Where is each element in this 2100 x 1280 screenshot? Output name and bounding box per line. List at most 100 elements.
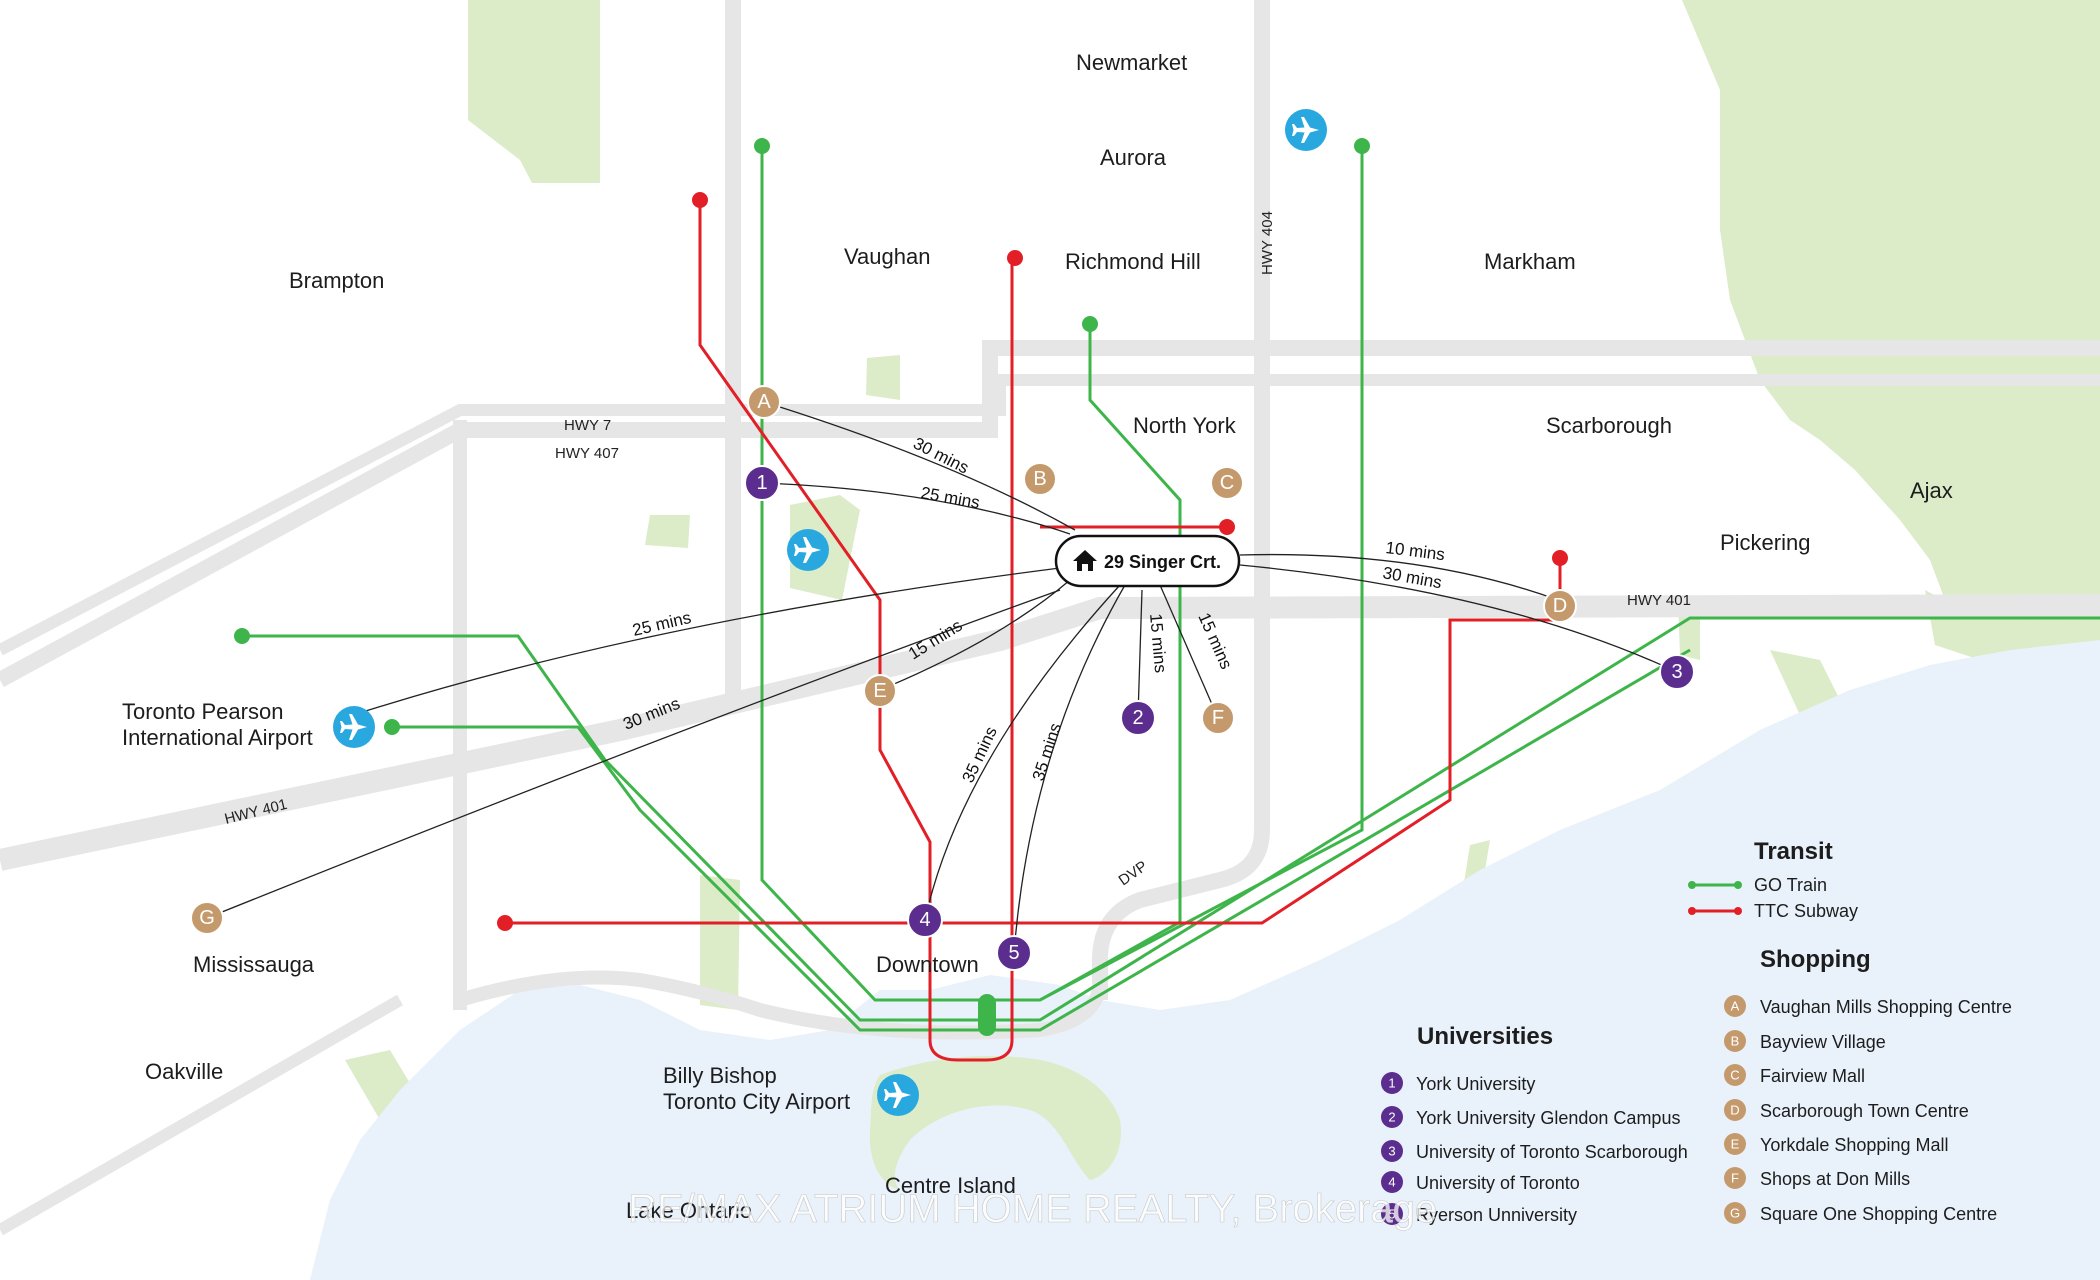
university-marker-2[interactable]: 2: [1120, 700, 1156, 736]
dvp-label: DVP: [1116, 858, 1151, 890]
shopping-marker-f[interactable]: F: [1201, 701, 1235, 735]
airplane-icon: [877, 1074, 919, 1116]
svg-text:5: 5: [1388, 1207, 1395, 1222]
travel-connectors: [206, 401, 1678, 954]
svg-text:E: E: [1731, 1137, 1740, 1152]
legend-university-item: 1 York University: [1381, 1072, 1535, 1094]
place-oakville: Oakville: [145, 1059, 223, 1084]
toronto-island: [869, 1055, 1121, 1190]
time-four: 35 mins: [958, 724, 1000, 786]
lake-ontario: [310, 640, 2100, 1280]
airplane-icon: [787, 529, 829, 571]
shopping-marker-e[interactable]: E: [863, 674, 897, 708]
svg-text:4: 4: [919, 909, 930, 931]
legend-university-item: 5 Ryerson Unniversity: [1381, 1203, 1577, 1225]
place-lake-ontario: Lake Ontario: [626, 1198, 752, 1223]
shopping-marker-b[interactable]: B: [1023, 462, 1057, 496]
svg-text:E: E: [873, 680, 886, 702]
legend-shopping-item: G Square One Shopping Centre: [1724, 1202, 1997, 1224]
svg-text:1: 1: [1388, 1076, 1395, 1091]
time-pearson: 25 mins: [631, 608, 693, 640]
time-f: 15 mins: [1194, 610, 1236, 672]
legend-universities-title: Universities: [1417, 1023, 1553, 1050]
svg-text:Shops at Don Mills: Shops at Don Mills: [1760, 1169, 1910, 1189]
place-centre-island: Centre Island: [885, 1173, 1016, 1198]
svg-text:F: F: [1731, 1171, 1739, 1186]
time-two: 15 mins: [1146, 613, 1170, 674]
svg-text:G: G: [1730, 1206, 1740, 1221]
svg-text:Bayview Village: Bayview Village: [1760, 1032, 1886, 1052]
university-marker-5[interactable]: 5: [996, 935, 1032, 971]
time-d: 10 mins: [1385, 538, 1446, 564]
svg-text:3: 3: [1671, 661, 1682, 683]
home-pin[interactable]: 29 Singer Crt.: [1054, 534, 1241, 588]
highways: [0, 0, 2100, 1236]
house-icon: [1073, 550, 1097, 571]
legend-transit: Transit GO Train TTC Subway: [1688, 838, 1858, 921]
place-newmarket: Newmarket: [1076, 50, 1187, 75]
go-train-lines: [242, 146, 2100, 1032]
svg-text:1: 1: [756, 472, 767, 494]
svg-text:B: B: [1033, 468, 1046, 490]
svg-text:York University Glendon Campus: York University Glendon Campus: [1416, 1108, 1680, 1128]
legend-shopping-item: B Bayview Village: [1724, 1030, 1886, 1052]
hwy401-east-label: HWY 401: [1627, 592, 1691, 609]
place-brampton: Brampton: [289, 268, 384, 293]
time-a: 30 mins: [910, 434, 972, 478]
svg-text:C: C: [1220, 472, 1234, 494]
svg-text:D: D: [1553, 595, 1567, 617]
home-label: 29 Singer Crt.: [1104, 552, 1221, 572]
shopping-marker-d[interactable]: D: [1543, 589, 1577, 623]
svg-text:Fairview Mall: Fairview Mall: [1760, 1066, 1865, 1086]
svg-text:D: D: [1730, 1103, 1739, 1118]
svg-text:B: B: [1731, 1034, 1740, 1049]
legend-transit-title: Transit: [1754, 838, 1833, 865]
place-aurora: Aurora: [1100, 145, 1167, 170]
university-marker-3[interactable]: 3: [1659, 654, 1695, 690]
place-north-york: North York: [1133, 413, 1237, 438]
legend-university-item: 4 University of Toronto: [1381, 1171, 1580, 1193]
legend-go-train: GO Train: [1754, 875, 1827, 895]
union-station: [978, 994, 996, 1036]
svg-text:2: 2: [1132, 707, 1143, 729]
svg-text:A: A: [757, 391, 771, 413]
place-downtown: Downtown: [876, 952, 979, 977]
legend-universities: Universities 1 York University 2 York Univ…: [1381, 1023, 1688, 1225]
svg-text:Ryerson Unniversity: Ryerson Unniversity: [1416, 1205, 1577, 1225]
svg-text:2: 2: [1388, 1110, 1395, 1125]
place-markham: Markham: [1484, 249, 1576, 274]
go-train-terminals: [234, 138, 1370, 1036]
legend-ttc-subway: TTC Subway: [1754, 901, 1858, 921]
legend-shopping-title: Shopping: [1760, 946, 1871, 973]
svg-text:F: F: [1212, 707, 1224, 729]
shopping-marker-a[interactable]: A: [747, 385, 781, 419]
svg-text:University of Toronto: University of Toronto: [1416, 1173, 1580, 1193]
place-scarborough: Scarborough: [1546, 413, 1672, 438]
place-pearson-line2: International Airport: [122, 725, 313, 750]
svg-text:York University: York University: [1416, 1074, 1535, 1094]
university-marker-1[interactable]: 1: [744, 465, 780, 501]
svg-text:University of Toronto Scarboro: University of Toronto Scarborough: [1416, 1142, 1688, 1162]
place-vaughan: Vaughan: [844, 244, 930, 269]
svg-text:G: G: [199, 907, 215, 929]
shopping-markers: A B C D E F G: [190, 385, 1577, 935]
airplane-icon: [333, 706, 375, 748]
shopping-marker-g[interactable]: G: [190, 901, 224, 935]
svg-text:Square One Shopping Centre: Square One Shopping Centre: [1760, 1204, 1997, 1224]
university-markers: 1 2 3 4 5: [744, 465, 1695, 971]
svg-text:Vaughan Mills Shopping Centre: Vaughan Mills Shopping Centre: [1760, 997, 2012, 1017]
svg-text:4: 4: [1388, 1175, 1395, 1190]
hwy7-label: HWY 7: [564, 417, 611, 434]
time-five: 35 mins: [1029, 721, 1065, 783]
ttc-terminals: [497, 192, 1568, 931]
hwy407-label: HWY 407: [555, 445, 619, 462]
university-marker-4[interactable]: 4: [907, 902, 943, 938]
shopping-marker-c[interactable]: C: [1210, 466, 1244, 500]
place-pickering: Pickering: [1720, 530, 1810, 555]
airplane-icon: [1285, 109, 1327, 151]
place-billy-line2: Toronto City Airport: [663, 1089, 850, 1114]
